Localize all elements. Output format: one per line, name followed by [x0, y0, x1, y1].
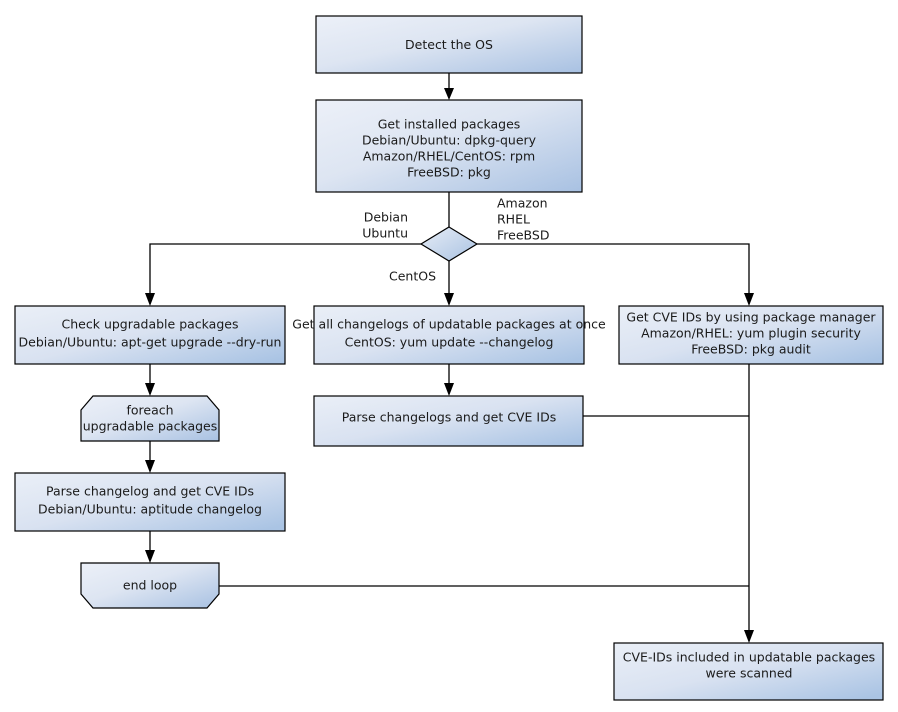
- edge-label-centos: CentOS: [389, 269, 436, 284]
- node-end-loop[interactable]: end loop: [80, 562, 220, 609]
- node-parse-changelogs-cve[interactable]: Parse changelogs and get CVE IDs: [313, 395, 584, 447]
- node-foreach-loop-line1: foreach: [126, 403, 173, 418]
- node-get-installed-packages-line1: Get installed packages: [378, 117, 521, 132]
- node-parse-changelogs-cve-label: Parse changelogs and get CVE IDs: [342, 410, 556, 425]
- node-parse-changelog-single[interactable]: Parse changelog and get CVE IDs Debian/U…: [14, 472, 286, 532]
- edge-label-debian-branch: Debian Ubuntu: [362, 210, 408, 241]
- edge-label-debian-line1: Debian: [364, 210, 408, 225]
- node-check-upgradable-line2: Debian/Ubuntu: apt-get upgrade --dry-run: [19, 335, 282, 350]
- node-foreach-loop[interactable]: foreach upgradable packages: [80, 395, 220, 442]
- node-parse-changelog-single-line2: Debian/Ubuntu: aptitude changelog: [38, 502, 262, 517]
- node-get-cve-ids-pkgmgr[interactable]: Get CVE IDs by using package manager Ama…: [618, 305, 884, 365]
- node-detect-os-label: Detect the OS: [405, 37, 493, 52]
- edge-label-debian-line2: Ubuntu: [362, 226, 408, 241]
- node-get-installed-packages-line2: Debian/Ubuntu: dpkg-query: [362, 133, 537, 148]
- connector-foreach-to-parse: [145, 441, 155, 473]
- node-parse-changelog-single-line1: Parse changelog and get CVE IDs: [46, 484, 254, 499]
- connector-changelogs-to-parsecve: [444, 364, 454, 396]
- connector-decision-to-changelogs: [444, 261, 454, 306]
- node-foreach-loop-line2: upgradable packages: [83, 419, 218, 434]
- connector-parse-to-endloop: [145, 531, 155, 563]
- node-os-decision-diamond[interactable]: [419, 226, 479, 262]
- node-get-cve-ids-pkgmgr-line3: FreeBSD: pkg audit: [691, 342, 811, 357]
- node-check-upgradable-line1: Check upgradable packages: [62, 317, 239, 332]
- node-get-cve-ids-pkgmgr-line1: Get CVE IDs by using package manager: [626, 310, 876, 325]
- node-get-installed-packages-line4: FreeBSD: pkg: [407, 165, 491, 180]
- node-get-cve-ids-pkgmgr-line2: Amazon/RHEL: yum plugin security: [641, 326, 861, 341]
- connector-detect-to-packages: [444, 73, 454, 100]
- connector-check-to-foreach: [145, 364, 155, 396]
- edge-label-amazon-line3: FreeBSD: [497, 228, 549, 243]
- node-scan-result-line2: were scanned: [706, 666, 793, 681]
- connector-decision-to-pkgmgr: [477, 243, 754, 306]
- node-get-all-changelogs[interactable]: Get all changelogs of updatable packages…: [292, 305, 606, 365]
- node-scan-result-line1: CVE-IDs included in updatable packages: [623, 650, 875, 665]
- node-detect-os[interactable]: Detect the OS: [315, 15, 583, 74]
- connector-trunk-to-result: [744, 364, 754, 643]
- edge-label-centos-branch: CentOS: [389, 269, 436, 284]
- connector-decision-to-check-upgradable: [145, 243, 421, 306]
- node-scan-result[interactable]: CVE-IDs included in updatable packages w…: [613, 642, 884, 701]
- edge-label-amazon-line2: RHEL: [497, 212, 530, 227]
- node-get-installed-packages[interactable]: Get installed packages Debian/Ubuntu: dp…: [315, 99, 583, 193]
- node-get-installed-packages-line3: Amazon/RHEL/CentOS: rpm: [363, 149, 535, 164]
- node-end-loop-label: end loop: [123, 578, 177, 593]
- node-check-upgradable[interactable]: Check upgradable packages Debian/Ubuntu:…: [14, 305, 286, 365]
- node-get-all-changelogs-line1: Get all changelogs of updatable packages…: [292, 317, 606, 332]
- edge-label-amazon-line1: Amazon: [497, 196, 548, 211]
- node-get-all-changelogs-line2: CentOS: yum update --changelog: [345, 335, 554, 350]
- edge-label-amazon-branch: Amazon RHEL FreeBSD: [497, 196, 549, 243]
